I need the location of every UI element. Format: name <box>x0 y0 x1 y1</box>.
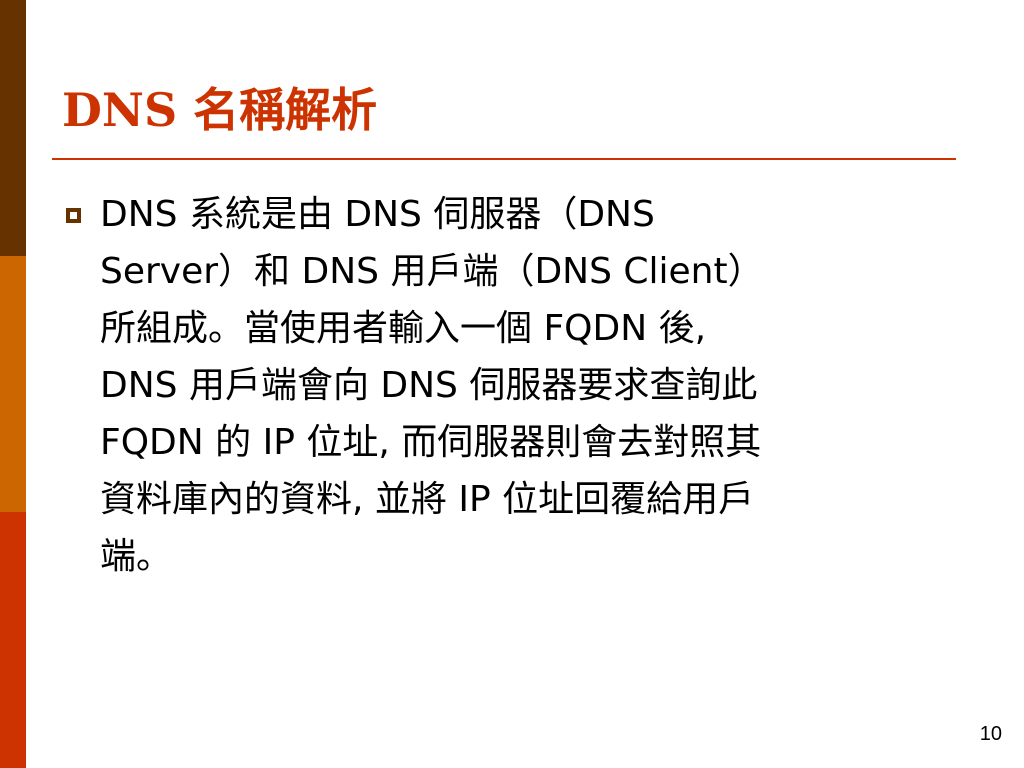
bullet-line: Server）和 DNS 用戶端（DNS Client） <box>100 251 764 292</box>
bullet-line: DNS 用戶端會向 DNS 伺服器要求查詢此 <box>100 365 758 406</box>
page-number: 10 <box>979 723 1002 745</box>
title-divider <box>52 158 956 160</box>
bullet-line: 端。 <box>100 536 173 577</box>
bullet-text: DNS 系統是由 DNS 伺服器（DNS Server）和 DNS 用戶端（DN… <box>100 186 962 585</box>
bullet-line: FQDN 的 IP 位址, 而伺服器則會去對照其 <box>100 422 762 463</box>
side-stripe-middle <box>0 256 26 512</box>
square-bullet-icon <box>66 208 81 223</box>
side-stripe-bottom <box>0 512 26 768</box>
bullet-line: 所組成。當使用者輸入一個 FQDN 後, <box>100 308 707 349</box>
square-bullet-icon-inner <box>70 212 77 219</box>
bullet-line: 資料庫內的資料, 並將 IP 位址回覆給用戶 <box>100 479 755 520</box>
bullet-line: DNS 系統是由 DNS 伺服器（DNS <box>100 194 655 235</box>
slide-title: DNS 名稱解析 <box>62 83 378 137</box>
side-stripe-top <box>0 0 26 256</box>
